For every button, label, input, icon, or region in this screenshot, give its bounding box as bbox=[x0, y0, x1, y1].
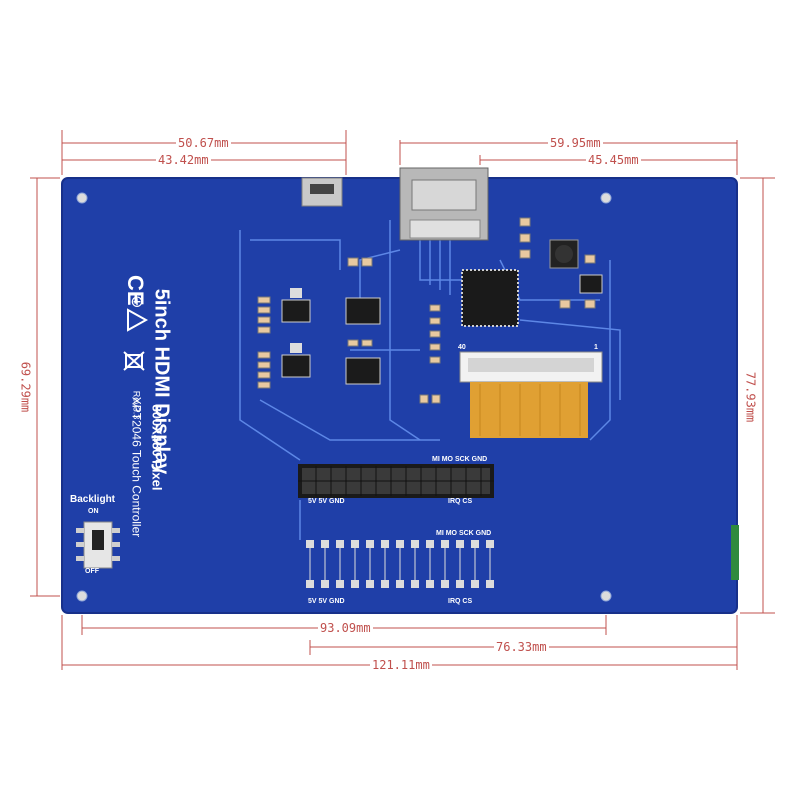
mounting-holes bbox=[76, 192, 612, 602]
certification-logos: CE ⊕ bbox=[123, 275, 149, 371]
pads-right-labels: IRQ CS bbox=[448, 598, 473, 605]
switch-on-label: ON bbox=[88, 508, 99, 515]
fpc-ribbon bbox=[470, 382, 588, 438]
dim-top-offset-left: 43.42mm bbox=[156, 153, 211, 167]
dim-top-width-left: 50.67mm bbox=[176, 136, 231, 150]
side-connector bbox=[731, 525, 739, 580]
pcb-board bbox=[62, 178, 737, 613]
dim-top-width-right: 59.95mm bbox=[548, 136, 603, 150]
header-left-labels: 5V 5V GND bbox=[308, 498, 345, 505]
header-right-labels: IRQ CS bbox=[448, 498, 473, 505]
svg-text:CE: CE bbox=[123, 275, 148, 306]
board-resolution: 800X480 Pixel bbox=[149, 404, 165, 491]
pads-left-labels: 5V 5V GND bbox=[308, 598, 345, 605]
voltage-regulators bbox=[281, 299, 311, 378]
backlight-label: Backlight bbox=[70, 494, 116, 505]
dim-overall-width: 121.11mm bbox=[370, 658, 432, 672]
fpc-pin-left: 40 bbox=[458, 344, 466, 351]
dim-right-height: 77.93mm bbox=[743, 369, 758, 425]
fpc-pin-right: 1 bbox=[594, 344, 598, 351]
switch-off-label: OFF bbox=[85, 568, 99, 575]
dim-bottom-offset: 76.33mm bbox=[494, 640, 549, 654]
main-ic bbox=[461, 269, 519, 327]
passive-components bbox=[257, 217, 596, 404]
dim-left-height: 69.29mm bbox=[18, 359, 33, 415]
header-top-labels: MI MO SCK GND bbox=[432, 456, 488, 463]
header-pads bbox=[306, 540, 494, 588]
small-ics bbox=[345, 274, 603, 385]
dim-bottom-hole-span: 93.09mm bbox=[318, 621, 373, 635]
dim-top-offset-right: 45.45mm bbox=[586, 153, 641, 167]
pads-top-labels: MI MO SCK GND bbox=[436, 530, 492, 537]
svg-text:⊕: ⊕ bbox=[128, 295, 145, 308]
board-revision: Rev3.3 bbox=[131, 390, 142, 420]
